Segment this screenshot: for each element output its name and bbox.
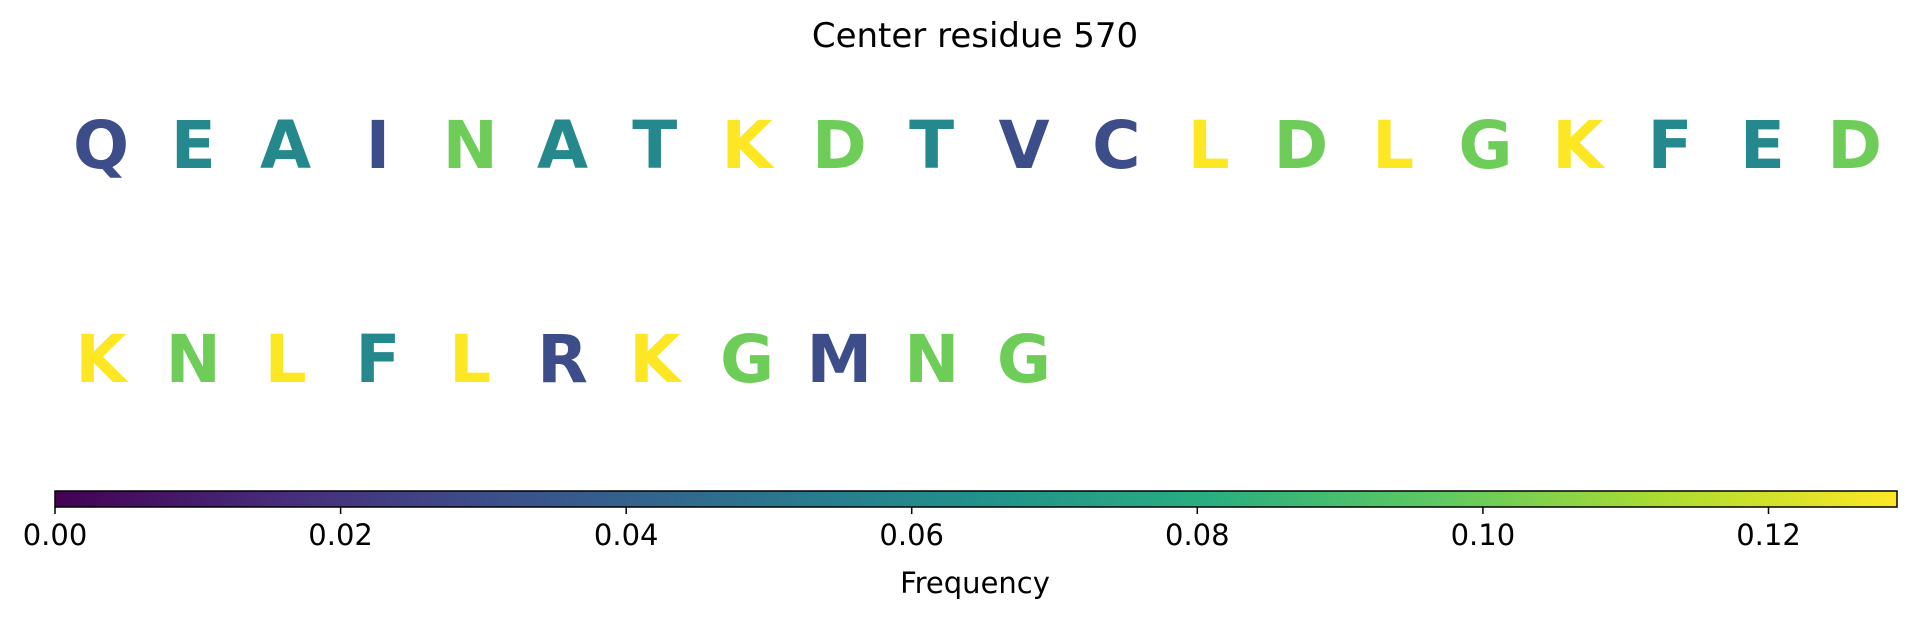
residue-letter: K xyxy=(1552,107,1606,184)
colorbar-tick-label: 0.12 xyxy=(1736,518,1801,552)
colorbar-ticks: 0.00 0.02 0.04 0.06 0.08 0.10 0.12 xyxy=(23,507,1801,552)
residue-letter: T xyxy=(632,107,677,184)
residue-letter: E xyxy=(1740,107,1785,184)
residue-letter: A xyxy=(260,107,311,184)
residue-letter: L xyxy=(1372,107,1414,184)
residue-letter: L xyxy=(1188,107,1230,184)
colorbar-tick-label: 0.08 xyxy=(1165,518,1230,552)
residue-letter: K xyxy=(722,107,776,184)
colorbar: 0.00 0.02 0.04 0.06 0.08 0.10 0.12 Frequency xyxy=(23,490,1898,600)
residue-letter: M xyxy=(807,321,873,398)
colorbar-tick-label: 0.10 xyxy=(1451,518,1516,552)
residue-letter: F xyxy=(355,321,400,398)
residue-letter: A xyxy=(537,107,588,184)
residue-letter: N xyxy=(166,321,221,398)
residue-letter: L xyxy=(449,321,491,398)
residue-letter: I xyxy=(366,107,391,184)
colorbar-tick-label: 0.02 xyxy=(308,518,373,552)
residue-letter: G xyxy=(997,321,1051,398)
residue-letter: D xyxy=(1274,107,1329,184)
residue-letter: F xyxy=(1648,107,1693,184)
residue-letter: V xyxy=(998,107,1049,184)
residue-letter: T xyxy=(909,107,954,184)
residue-letter: R xyxy=(537,321,588,398)
residue-letter: D xyxy=(1827,107,1882,184)
colorbar-tick-label: 0.06 xyxy=(879,518,944,552)
residue-letter: G xyxy=(1458,107,1512,184)
residue-letter: K xyxy=(75,321,129,398)
colorbar-label: Frequency xyxy=(900,566,1050,600)
chart-title: Center residue 570 xyxy=(812,16,1138,56)
colorbar-tick-label: 0.00 xyxy=(23,518,88,552)
residue-letter: N xyxy=(904,321,959,398)
colorbar-gradient xyxy=(54,490,1898,508)
residue-letter: K xyxy=(629,321,683,398)
residue-letter: Q xyxy=(73,107,129,184)
colorbar-tick-label: 0.04 xyxy=(594,518,659,552)
residue-letter: L xyxy=(265,321,307,398)
residue-letter: G xyxy=(720,321,774,398)
residue-letter: C xyxy=(1092,107,1140,184)
residue-letter: E xyxy=(171,107,216,184)
residue-letter: D xyxy=(812,107,867,184)
residue-letter: N xyxy=(443,107,498,184)
